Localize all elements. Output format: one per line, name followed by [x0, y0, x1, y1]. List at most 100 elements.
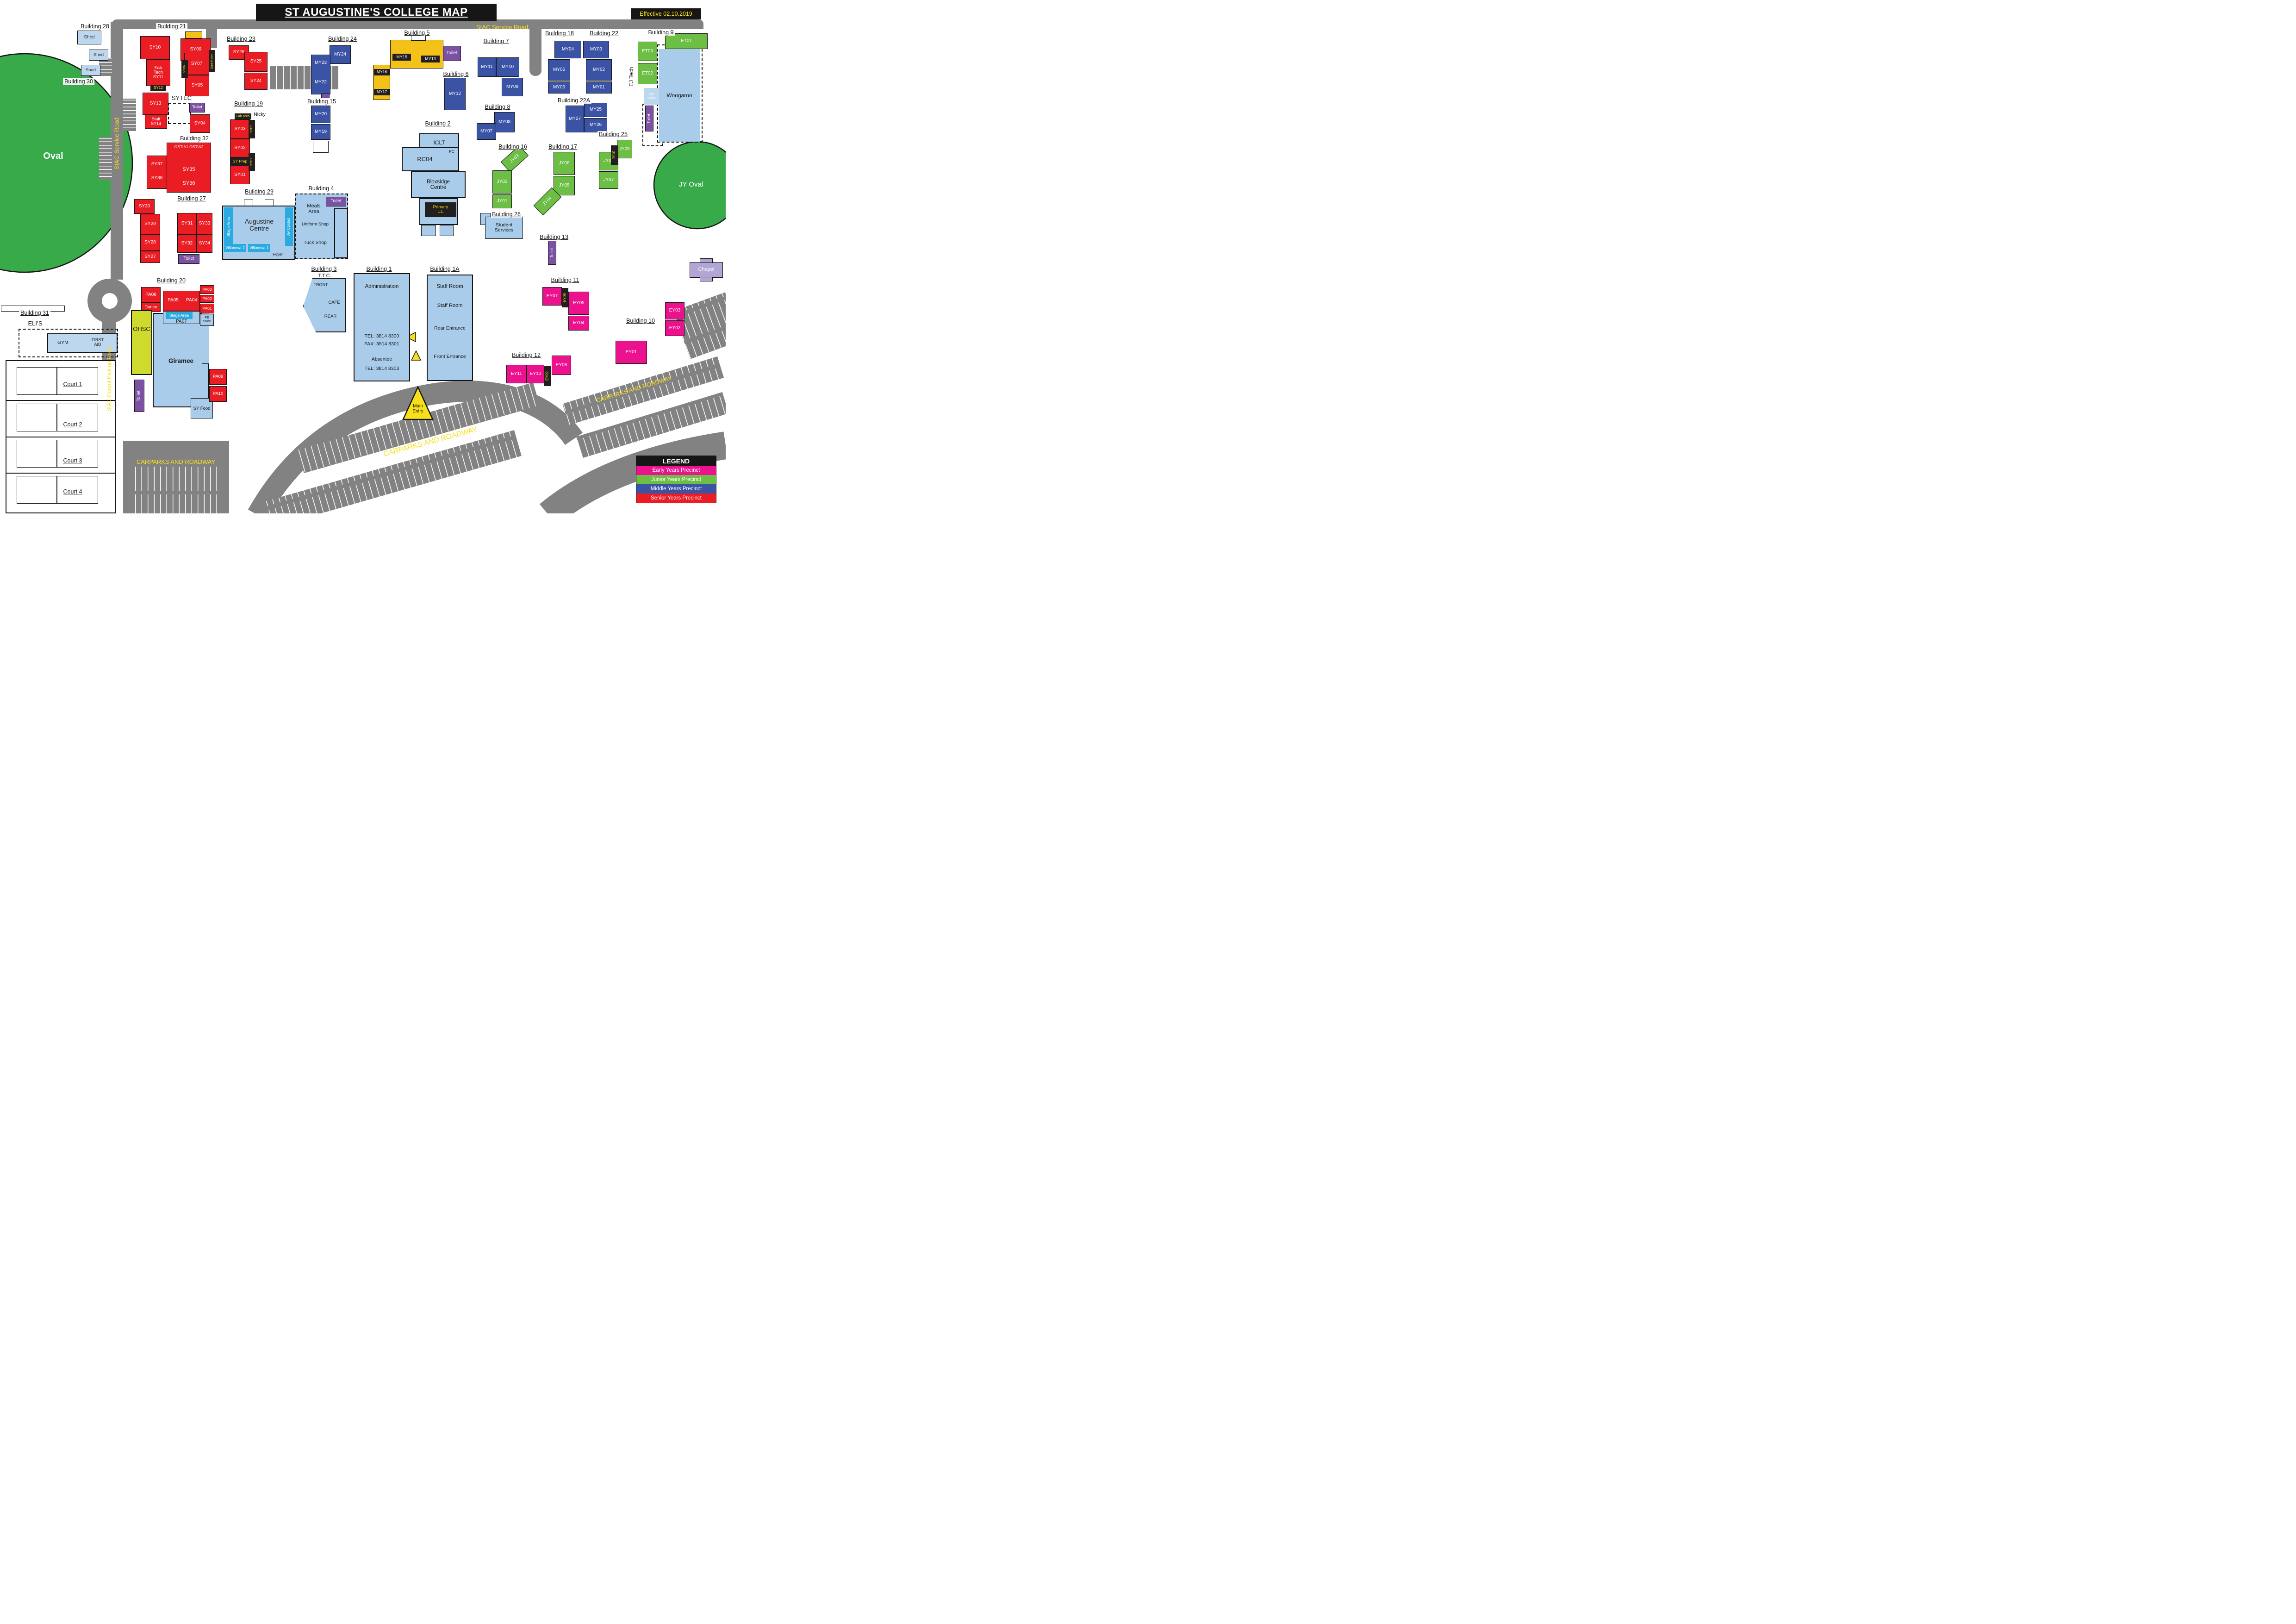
syp2-tag: SYP2	[249, 120, 255, 138]
gym-text: GYM	[57, 340, 68, 346]
b32-west	[147, 156, 167, 189]
my25: MY25	[584, 103, 607, 117]
label-building-16: Building 16	[497, 144, 529, 150]
legend-item: Senior Years Precinct	[636, 493, 716, 503]
sy32: SY32	[177, 234, 197, 253]
staff-room-text-2: Staff Room	[437, 302, 463, 308]
giramee	[153, 313, 209, 407]
ohsc	[131, 310, 152, 375]
sy36-text: SY36	[182, 181, 195, 187]
pa07-text: PA07	[176, 319, 187, 324]
effective-date: Effective 02.10.2019	[631, 8, 701, 19]
ey11: EY11	[506, 365, 527, 383]
stac-service-road-top: StAC Service Road	[476, 23, 528, 31]
label-building-22: Building 22	[588, 30, 620, 37]
meals-area-text: Meals Area	[307, 203, 321, 214]
sy25: SY25	[244, 52, 268, 72]
roundabout-island	[102, 293, 118, 309]
map-title: ST AUGUSTINE'S COLLEGE MAP	[256, 4, 497, 21]
stac-parent-pickup-road: StAC Parent Pick up Road	[106, 346, 112, 412]
left-service-road	[111, 22, 123, 280]
rear-text: REAR	[324, 314, 337, 319]
label-building-2: Building 2	[423, 120, 452, 127]
stac-service-road-left: StAC Service Road	[113, 118, 120, 170]
ej-tech-text: EJ Tech	[628, 67, 635, 87]
pa05-pa04	[163, 291, 200, 311]
label-building-1: Building 1	[365, 266, 393, 272]
sy10: SY10	[140, 36, 170, 59]
admin-fax-text: FAX: 3814 8301	[364, 341, 399, 347]
my20: MY20	[311, 106, 330, 123]
my02: MY02	[586, 59, 612, 81]
woogaroo: Woogaroo	[659, 49, 700, 142]
sy02: SY02	[230, 139, 250, 157]
ey03: EY03	[665, 302, 684, 319]
label-building-30: Building 30	[63, 78, 94, 85]
building-2-foot-1	[421, 225, 436, 236]
rc04-text: RC04	[417, 155, 433, 162]
pa05-text: PA05	[168, 297, 179, 303]
label-building-24: Building 24	[327, 36, 358, 42]
left-comb-1	[99, 58, 112, 76]
label-building-27: Building 27	[176, 195, 207, 202]
label-building-26: Building 26	[491, 211, 522, 218]
pa09: PA09	[209, 369, 227, 385]
staff-room-building	[427, 275, 473, 381]
pa02: PA02	[200, 295, 214, 303]
sy-food-text: SY Food	[193, 406, 211, 412]
label-building-18: Building 18	[544, 30, 575, 37]
pa04-text: PA04	[186, 297, 197, 303]
my09: MY09	[502, 78, 523, 96]
jy09: JY09	[617, 140, 632, 158]
arrow-up-icon	[411, 350, 422, 361]
sy31: SY31	[177, 213, 197, 234]
jy02: JY02	[492, 170, 512, 194]
legend-item: Middle Years Precinct	[636, 484, 716, 493]
sy34: SY34	[197, 234, 212, 253]
jy06: JY06	[554, 152, 575, 175]
label-court-4: Court 4	[62, 488, 84, 495]
sy06-tag: SY06	[181, 60, 188, 78]
toilet-b20: Toilet	[134, 380, 144, 412]
label-building-4: Building 4	[307, 185, 336, 192]
ey06-tag: EY06	[562, 288, 568, 307]
ostia-text: OSTIA1 OSTIA2	[174, 144, 204, 150]
syp1-tag: SYP1	[249, 153, 255, 171]
ey08: EY08	[552, 356, 571, 375]
label-court-1: Court 1	[62, 381, 84, 387]
my16-tag: MY16	[374, 69, 390, 75]
label-building-13: Building 13	[538, 234, 570, 240]
label-building-9: Building 9	[647, 29, 675, 36]
sy11: Fab Tech SY11	[146, 59, 170, 86]
sytec-text: SYTEC	[171, 94, 192, 102]
label-building-23: Building 23	[225, 36, 257, 42]
label-building-10: Building 10	[625, 318, 656, 324]
pa01: PA01	[200, 304, 214, 313]
b15-stub	[313, 141, 329, 153]
label-court-3: Court 3	[62, 457, 84, 464]
left-comb-2	[123, 99, 136, 131]
court-4-net	[56, 476, 57, 504]
absentee-text: Absentee	[371, 356, 392, 362]
ey04: EY04	[568, 316, 589, 331]
label-building-20: Building 20	[156, 277, 187, 284]
my01: MY01	[586, 81, 612, 94]
bloxsidge-centre: Bloxsidge Centre	[411, 171, 466, 198]
sy28: SY28	[140, 234, 160, 251]
my26: MY26	[584, 118, 607, 132]
top-service-road	[112, 19, 703, 29]
sy27: SY27	[140, 251, 160, 263]
sy38-text: SY38	[151, 175, 163, 181]
admin-tel-text: TEL: 3814 8300	[364, 333, 399, 339]
court-3-field	[17, 440, 98, 468]
my05: MY05	[548, 59, 570, 81]
court-2-net	[56, 404, 57, 431]
pc-text: PC	[449, 149, 454, 154]
staff-room-text-1: Staff Room	[436, 283, 463, 289]
chapel-step-bottom	[700, 277, 713, 281]
pa10: PA10	[209, 386, 227, 402]
my11: MY11	[478, 57, 496, 77]
sy37-text: SY37	[151, 161, 163, 167]
jy07: JY07	[599, 171, 618, 189]
